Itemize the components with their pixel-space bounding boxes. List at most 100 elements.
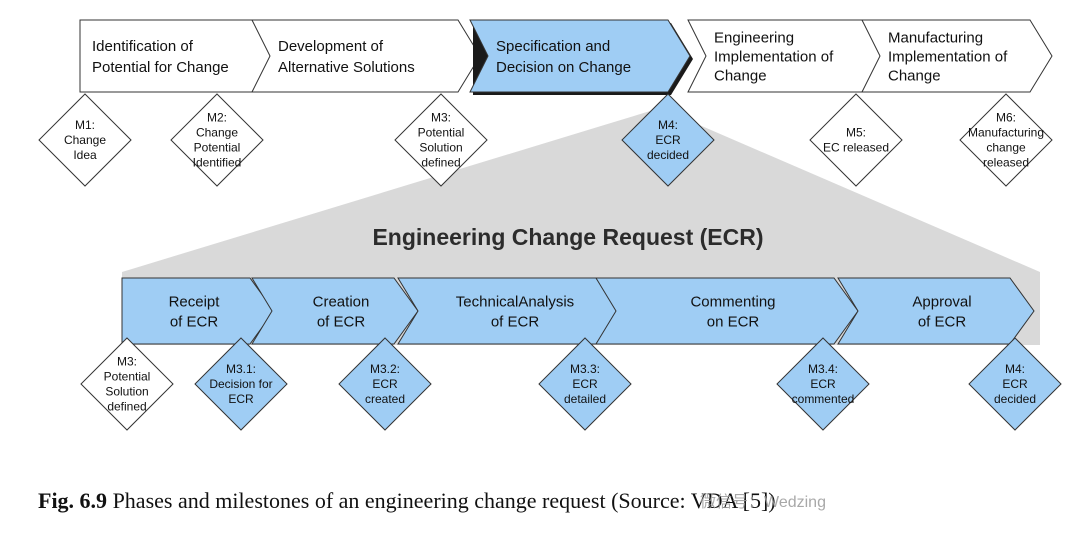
ecr-phase-label-1-line: Receipt [169,293,221,310]
top-milestone-2-label-line: Change [196,126,238,140]
top-milestone-5-label-line: M5: [846,126,866,140]
top-milestone-2-label-line: Potential [194,141,241,155]
top-milestone-5-shape [809,93,903,187]
figure-caption: Fig. 6.9 Phases and milestones of an eng… [38,488,776,514]
top-phase-1 [79,19,275,93]
top-phase-label-4-line: Engineering [714,29,794,46]
top-milestone-5-label: M5:EC released [823,126,889,155]
top-phase-label-1-line: Identification of [92,38,194,55]
top-milestone-1-shape [38,93,132,187]
top-phase-label-2-line: Development of [278,38,384,55]
ecr-milestone-3-label-line: created [365,392,405,406]
top-milestone-5: M5:EC released [809,93,903,187]
figure-label: Fig. 6.9 [38,488,108,513]
ecr-milestone-6-label-line: decided [994,392,1036,406]
ecr-phase-label-2: Creation of ECR [313,293,370,330]
ecr-milestone-3-label-line: M3.2: [370,362,400,376]
top-phase-row: Identification of Potential for Change Dev… [79,19,1053,95]
ecr-phase-label-4-line: Commenting [690,293,775,310]
top-milestone-6-shape [959,93,1053,187]
top-milestone-1-label-line: Change [64,133,106,147]
top-phase-label-1: Identification of Potential for Change [92,38,229,76]
ecr-milestone-1-label-line: Solution [105,385,148,399]
top-milestone-2-shape [170,93,264,187]
ecr-phase-label-1-line: of ECR [170,313,219,330]
ecr-phase-label-2-line: Creation [313,293,370,310]
ecr-milestone-5-label-line: ECR [810,377,836,391]
ecr-milestone-1-shape [80,337,174,431]
top-phase-label-5-line: Change [888,67,941,84]
ecr-milestone-4-shape [538,337,632,431]
ecr-milestone-6-label-line: M4: [1005,362,1025,376]
top-milestone-6-label-line: Manufacturing [968,126,1044,140]
top-phase-label-1-line: Potential for Change [92,59,229,76]
ecr-title: Engineering Change Request (ECR) [372,224,763,250]
watermark: 微信号：Wedzing [700,494,826,511]
ecr-milestone-5-shape [776,337,870,431]
ecr-milestone-4-label-line: ECR [572,377,598,391]
ecr-milestone-3-label-line: ECR [372,377,398,391]
top-phase-2 [251,19,481,93]
ecr-milestone-1-label-line: defined [107,400,146,414]
ecr-milestone-6-shape [968,337,1062,431]
ecr-phase-label-3-line: TechnicalAnalysis [456,293,574,310]
top-phase-label-4-line: Implementation of [714,48,834,65]
top-milestone-4-label-line: ECR [655,133,681,147]
top-phase-label-2-line: Alternative Solutions [278,59,415,76]
top-milestone-3-label-line: Solution [419,141,462,155]
top-phase-label-4-line: Change [714,67,767,84]
top-phase-label-2: Development of Alternative Solutions [278,38,415,76]
top-milestone-3-shape [394,93,488,187]
top-phase-label-5-line: Implementation of [888,48,1008,65]
top-milestone-1-label-line: M1: [75,118,95,132]
top-phase-label-3-line: Decision on Change [496,59,631,76]
ecr-phase-5 [837,277,1035,345]
ecr-milestone-5-label-line: commented [792,392,855,406]
ecr-milestone-2-label-line: ECR [228,392,254,406]
top-milestone-5-label-line: EC released [823,141,889,155]
ecr-phase-1 [121,277,275,345]
ecr-phase-3 [397,277,621,345]
top-milestone-6-label-line: change [986,141,1026,155]
figure-caption-text: Phases and milestones of an engineering … [107,488,776,513]
top-milestone-6-label-line: released [983,156,1029,170]
top-phase-5 [861,19,1053,93]
ecr-milestone-5-label-line: M3.4: [808,362,838,376]
top-milestone-6-label-line: M6: [996,111,1016,125]
ecr-phase-2 [251,277,419,345]
ecr-milestone-4-label-line: M3.3: [570,362,600,376]
ecr-milestone-6-label-line: ECR [1002,377,1028,391]
top-milestone-4-label-line: decided [647,148,689,162]
ecr-phase-label-1: Receipt of ECR [169,293,221,330]
top-milestone-3-label-line: M3: [431,111,451,125]
ecr-phase-4 [595,277,859,345]
ecr-phase-label-2-line: of ECR [317,313,366,330]
